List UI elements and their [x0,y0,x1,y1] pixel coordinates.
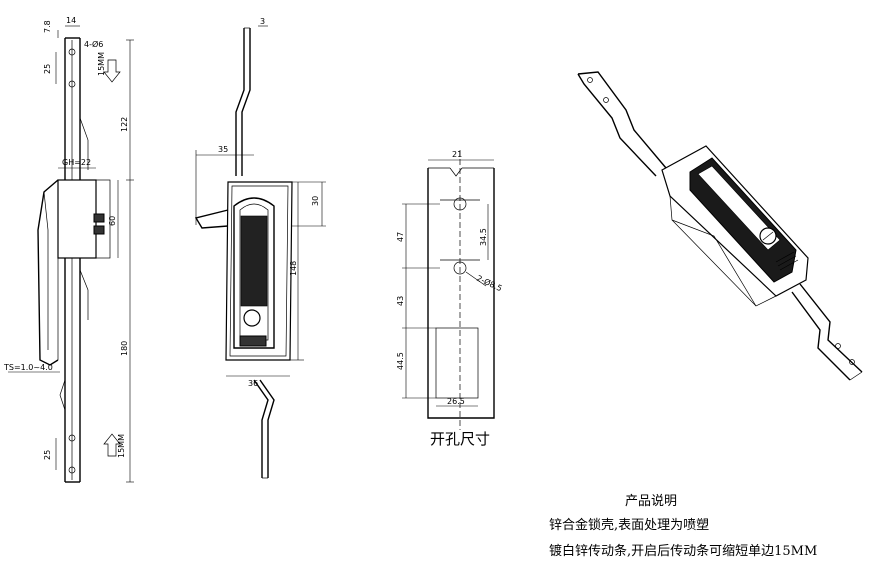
dim-width-26-5: 26.5 [447,397,465,406]
dim-width-36: 36 [248,379,258,388]
side-view: 7.8 14 4-Ø6 25 15MM 122 GH=22 60 TS=1.0~… [3,16,134,483]
dim-gh: GH=22 [62,158,91,167]
dim-ts: TS=1.0~4.0 [3,363,53,372]
dim-hole-spacing-top: 25 [43,64,52,74]
front-view: 3 35 30 148 36 [194,17,326,479]
dim-offset-35: 35 [218,145,228,154]
dim-top-height: 7.8 [43,20,52,33]
dim-height-60: 60 [108,216,117,226]
dim-hole-spacing-bottom: 25 [43,450,52,460]
dim-travel-down: 15MM [117,434,126,458]
dim-body-148: 148 [289,261,298,276]
dim-length-180: 180 [120,341,129,356]
dim-head-30: 30 [311,196,320,206]
cutout-caption: 开孔尺寸 [430,430,491,448]
dim-width-21: 21 [452,150,462,159]
dim-rod-width: 3 [260,17,265,26]
dim-spacing-47: 47 [396,232,405,242]
dim-spacing-43: 43 [396,296,405,306]
dim-length-122: 122 [120,117,129,132]
description-title: 产品说明 [625,494,678,509]
dim-spacing-44-5: 44.5 [396,352,405,370]
dim-top-width: 14 [66,16,76,25]
dim-holes: 4-Ø6 [84,39,103,49]
isometric-view [577,71,863,381]
dim-spacing-34-5: 34.5 [479,228,488,246]
description-line: 锌合金锁壳,表面处理为喷塑 [549,518,710,533]
dim-hole-diameter: 2-Ø8.5 [475,273,504,293]
cutout-view: 21 47 34.5 2-Ø8.5 43 44.5 26.5 [396,150,504,430]
description-line: 镀白锌传动条,开启后传动条可缩短单边15MM [549,544,818,559]
dim-travel-up: 15MM [97,52,106,76]
